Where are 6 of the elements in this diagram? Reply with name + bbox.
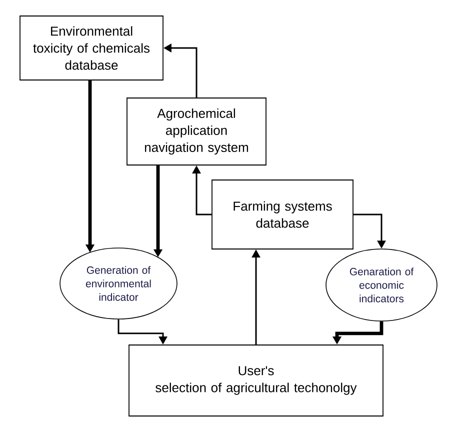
text-box: Agrochemical application navigation system [126,98,266,166]
text-box: Environmental toxicity of chemicals database [20,16,164,80]
text-box: Farming systems database [212,180,354,250]
text-box: User's selection of agricultural techonolgy [128,344,384,416]
ellipse-node: Generation of environmental indicator [60,248,178,320]
ellipse-node: Genaration of economic indicators [326,248,438,322]
